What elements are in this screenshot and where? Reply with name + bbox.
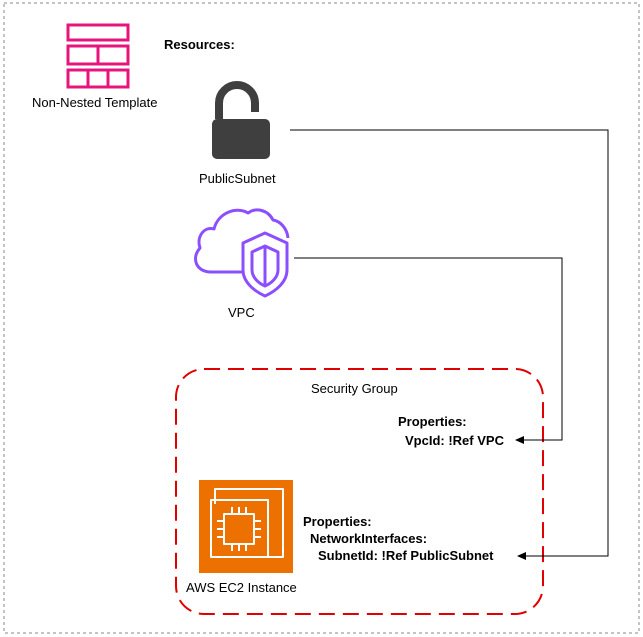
ec2-properties-label: Properties: <box>303 514 372 529</box>
padlock-open-icon <box>212 81 270 159</box>
outer-frame <box>3 2 640 634</box>
security-group-boundary <box>175 368 544 615</box>
sg-properties-label: Properties: <box>398 414 467 429</box>
template-label: Non-Nested Template <box>32 95 158 110</box>
resources-heading: Resources: <box>164 37 235 52</box>
connector-vpc-to-security-group <box>294 257 563 444</box>
security-group-label: Security Group <box>311 381 398 396</box>
vpc-label: VPC <box>228 305 255 320</box>
ec2-network-interfaces-label: NetworkInterfaces: <box>310 531 428 546</box>
ec2-chip-icon <box>199 480 293 573</box>
ec2-label: AWS EC2 Instance <box>186 580 297 595</box>
public-subnet-label: PublicSubnet <box>199 171 276 186</box>
ec2-subnet-id-label: SubnetId: !Ref PublicSubnet <box>318 548 494 563</box>
template-grid-icon <box>66 23 130 89</box>
sg-vpcid-label: VpcId: !Ref VPC <box>405 433 504 448</box>
connector-publicsubnet-to-ec2 <box>290 129 609 560</box>
cloud-shield-icon <box>194 208 290 298</box>
